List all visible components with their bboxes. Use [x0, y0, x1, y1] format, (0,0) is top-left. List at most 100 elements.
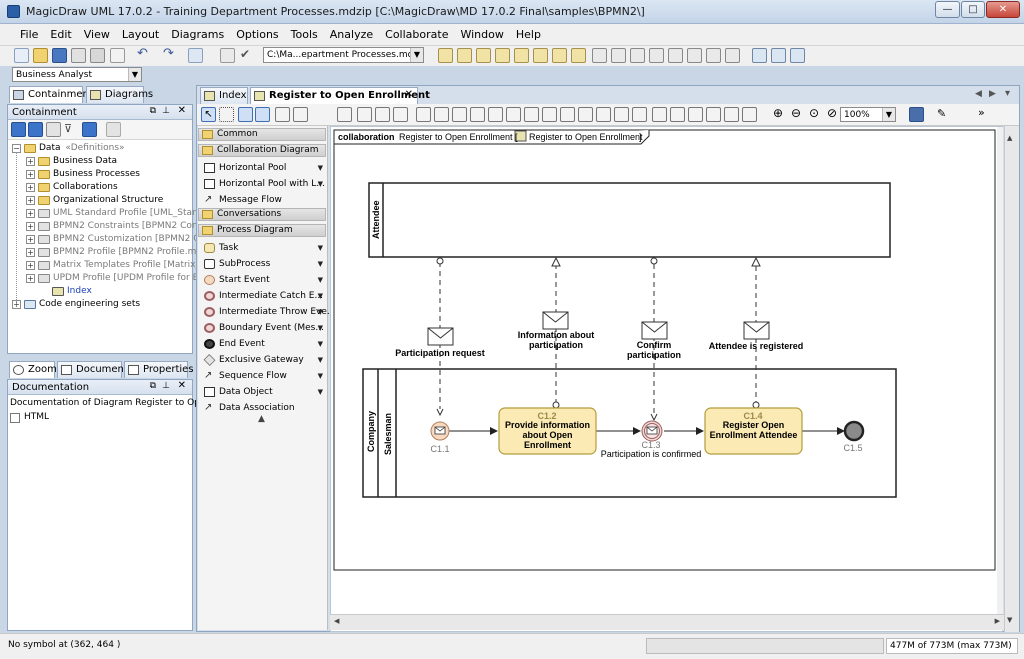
palette-item[interactable]: ↗Sequence Flow▼	[198, 368, 326, 384]
palette-item[interactable]: Boundary Event (Mes...▼	[198, 320, 326, 336]
menu-layout[interactable]: Layout	[121, 28, 160, 41]
palette-item[interactable]: Horizontal Pool with L...▼	[198, 176, 326, 192]
open-icon[interactable]	[33, 48, 48, 63]
menu-view[interactable]: View	[83, 28, 110, 41]
menu-help[interactable]: Help	[515, 28, 541, 41]
align-icon-1[interactable]	[357, 107, 372, 122]
diagram-icon-1[interactable]	[438, 48, 453, 63]
tab-zoom[interactable]: Zoom	[9, 361, 57, 378]
stamp-icon[interactable]	[275, 107, 290, 122]
sticky-icon[interactable]	[238, 107, 253, 122]
scroll-left-icon[interactable]: ◀	[334, 617, 340, 625]
tree-item[interactable]: +UML Standard Profile [UML_Standar	[8, 207, 213, 220]
path-style-icon-6[interactable]	[742, 107, 757, 122]
sort-icon[interactable]	[46, 122, 61, 137]
pin-icon[interactable]: ⊥	[162, 106, 170, 116]
tab-register-to-open-enrollment[interactable]: Register to Open Enrollment✕	[250, 87, 430, 104]
palette-item[interactable]: Data Object▼	[198, 384, 326, 400]
task-register-attendee[interactable]	[704, 407, 803, 455]
redo-icon[interactable]: ↷	[163, 46, 174, 61]
palette-group[interactable]: Conversations	[198, 208, 326, 221]
print-icon[interactable]	[90, 48, 105, 63]
align-icon-10[interactable]	[524, 107, 539, 122]
tab-nav-left-icon[interactable]: ◀	[975, 89, 982, 99]
diagram-icon-16[interactable]	[725, 48, 740, 63]
close-icon[interactable]: ✕	[177, 105, 186, 116]
tree-item[interactable]: +BPMN2 Profile [BPMN2 Profile.mdzip	[8, 246, 215, 259]
diagram-icon-11[interactable]	[630, 48, 645, 63]
diagram-icon-14[interactable]	[687, 48, 702, 63]
tree-item[interactable]: +Collaborations	[8, 181, 192, 194]
diagram-icon-2[interactable]	[457, 48, 472, 63]
vertical-scrollbar[interactable]	[997, 127, 1003, 627]
palette-item[interactable]: Intermediate Throw Eve...▼	[198, 304, 336, 320]
tree-item[interactable]: +UPDM Profile [UPDM Profile for BPM	[8, 272, 212, 285]
align-icon-8[interactable]	[488, 107, 503, 122]
path-style-icon-1[interactable]	[652, 107, 667, 122]
zoom-fit-icon[interactable]: ⊙	[809, 106, 820, 120]
attendee-pool[interactable]	[368, 182, 891, 258]
chevron-down-icon[interactable]: ▼	[317, 372, 323, 380]
pen-icon[interactable]: ✎	[937, 107, 947, 120]
palette-item[interactable]: Start Event▼	[198, 272, 326, 288]
scroll-right-icon[interactable]: ▶	[994, 617, 1000, 625]
validate-icon[interactable]	[220, 48, 235, 63]
new-element-icon[interactable]	[106, 122, 121, 137]
tab-diagrams[interactable]: Diagrams	[86, 86, 153, 103]
tab-containment[interactable]: Containment	[9, 86, 93, 103]
tab-documentation[interactable]: Documen...	[57, 361, 133, 378]
palette-item[interactable]: End Event▼	[198, 336, 326, 352]
expand-icon[interactable]: +	[26, 235, 35, 244]
palette-item[interactable]: SubProcess▼	[198, 256, 326, 272]
align-icon-13[interactable]	[578, 107, 593, 122]
diagram-icon-9[interactable]	[592, 48, 607, 63]
save-icon[interactable]	[52, 48, 67, 63]
chevron-down-icon[interactable]: ▼	[317, 260, 323, 268]
filter-icon[interactable]: ⊽	[64, 122, 73, 135]
palette-item[interactable]: Intermediate Catch E...▼	[198, 288, 326, 304]
scroll-up-icon[interactable]: ▲	[1007, 134, 1013, 142]
menu-file[interactable]: File	[20, 28, 39, 41]
palette-item[interactable]: Exclusive Gateway▼	[198, 352, 326, 368]
expand-icon[interactable]: +	[26, 196, 35, 205]
expand-icon[interactable]: +	[26, 157, 35, 166]
path-style-icon-4[interactable]	[706, 107, 721, 122]
align-icon-6[interactable]	[452, 107, 467, 122]
expand-all-icon[interactable]	[28, 122, 43, 137]
diagram-icon-7[interactable]	[552, 48, 567, 63]
task-provide-information[interactable]	[498, 407, 597, 455]
menu-collaborate[interactable]: Collaborate	[385, 28, 449, 41]
chevron-down-icon[interactable]: ▼	[317, 180, 323, 188]
minimize-button[interactable]: —	[935, 1, 960, 18]
menu-analyze[interactable]: Analyze	[329, 28, 374, 41]
diagram-icon-5[interactable]	[514, 48, 529, 63]
new-project-icon[interactable]	[14, 48, 29, 63]
align-icon-7[interactable]	[470, 107, 485, 122]
intermediate-catch-event[interactable]	[641, 420, 663, 442]
tree-item[interactable]: +BPMN2 Customization [BPMN2 Custo	[8, 233, 219, 246]
perspective-combo[interactable]: Business Analyst▼	[12, 67, 142, 82]
show-icon[interactable]	[82, 122, 97, 137]
menu-options[interactable]: Options	[236, 28, 279, 41]
align-icon-5[interactable]	[434, 107, 449, 122]
expand-icon[interactable]: +	[26, 183, 35, 192]
zoom-original-icon[interactable]: ⊘	[827, 106, 838, 120]
right-scroll-track[interactable]: ▲ ▼	[1004, 126, 1019, 632]
align-icon-4[interactable]	[416, 107, 431, 122]
zoom-in-icon[interactable]: ⊕	[773, 106, 784, 120]
palette-group[interactable]: Process Diagram	[198, 224, 326, 237]
select-icon[interactable]: ↖	[201, 107, 216, 122]
chevron-down-icon[interactable]: ▼	[317, 340, 323, 348]
paste-icon[interactable]	[293, 107, 308, 122]
palette-item[interactable]: ↗Message Flow	[198, 192, 326, 208]
import-icon[interactable]	[752, 48, 767, 63]
horizontal-scrollbar[interactable]: ◀ ▶	[330, 614, 1004, 630]
palette-item[interactable]: ↗Data Association	[198, 400, 326, 416]
tree-item[interactable]: +Organizational Structure	[8, 194, 192, 207]
menu-diagrams[interactable]: Diagrams	[171, 28, 225, 41]
more-tools-icon[interactable]: »	[978, 106, 985, 119]
restore-icon[interactable]: ⧉	[149, 106, 156, 116]
diagram-icon-6[interactable]	[533, 48, 548, 63]
cut-icon[interactable]	[110, 48, 125, 63]
fill-color-icon[interactable]	[909, 107, 924, 122]
